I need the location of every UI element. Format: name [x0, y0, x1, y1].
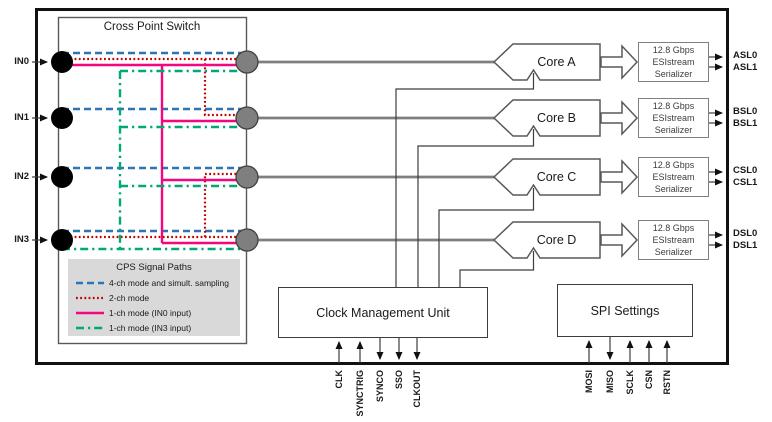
- core-a-shape: [492, 43, 601, 81]
- pin-label-synco: SYNCO: [375, 370, 385, 403]
- cps-legend: CPS Signal Paths 4-ch mode and simult. s…: [68, 259, 240, 336]
- output-label: DSL0: [733, 228, 758, 239]
- serializer-line: ESIstream: [652, 172, 695, 182]
- output-label: BSL1: [733, 118, 758, 129]
- pin-label-mosi: MOSI: [584, 370, 594, 394]
- core-c-shape: [492, 158, 601, 196]
- core-d-label: Core D: [536, 233, 577, 247]
- serializer-line: Serializer: [654, 69, 693, 79]
- serializer-line: ESIstream: [652, 235, 695, 245]
- clock-tree: [395, 73, 535, 290]
- input-label-in3: IN3: [14, 234, 29, 245]
- serializer-line: 12.8 Gbps: [652, 160, 695, 170]
- pin-label-clk: CLK: [334, 370, 344, 389]
- legend-swatch-1ch-in3: [76, 326, 104, 329]
- pin-label-clkout: CLKOUT: [412, 370, 422, 408]
- serializer-box-d: 12.8 Gbps ESIstream Serializer: [638, 220, 709, 260]
- output-labels-c: CSL0 CSL1: [733, 165, 757, 189]
- serializer-line: ESIstream: [652, 113, 695, 123]
- input-nodes: [51, 51, 73, 251]
- serializer-line: Serializer: [654, 125, 693, 135]
- spi-label: SPI Settings: [590, 303, 660, 318]
- legend-item-label: 1-ch mode (IN0 input): [109, 307, 192, 318]
- output-labels-b: BSL0 BSL1: [733, 106, 757, 130]
- serializer-line: 12.8 Gbps: [652, 101, 695, 111]
- serializer-box-a: 12.8 Gbps ESIstream Serializer: [638, 42, 709, 82]
- legend-item: 2-ch mode: [68, 290, 240, 305]
- legend-item: 4-ch mode and simult. sampling: [68, 275, 240, 290]
- pin-label-sclk: SCLK: [625, 370, 635, 395]
- serial-output-arrows: [709, 53, 723, 249]
- input-arrows: [32, 58, 48, 244]
- pin-label-miso: MISO: [605, 370, 615, 394]
- signal-path-4ch-mode: [62, 51, 247, 233]
- input-label-in1: IN1: [14, 112, 29, 123]
- legend-swatch-4ch: [76, 281, 104, 284]
- analog-wires: [252, 60, 496, 242]
- output-label: DSL1: [733, 240, 758, 251]
- core-b-shape: [492, 99, 601, 137]
- serializer-box-c: 12.8 Gbps ESIstream Serializer: [638, 157, 709, 197]
- output-label: ASL1: [733, 62, 758, 73]
- cmu-box: Clock Management Unit: [278, 287, 488, 338]
- block-arrow-icons: [600, 44, 639, 258]
- signal-path-1ch-in0: [62, 63, 247, 245]
- core-a-label: Core A: [537, 55, 576, 69]
- legend-item-label: 1-ch mode (IN3 input): [109, 322, 192, 333]
- output-labels-a: ASL0 ASL1: [733, 50, 757, 74]
- serializer-line: ESIstream: [652, 57, 695, 67]
- serializer-line: Serializer: [654, 184, 693, 194]
- cmu-pin-arrows: [335, 337, 421, 363]
- output-label: ASL0: [733, 50, 758, 61]
- pin-label-sso: SSO: [394, 370, 404, 390]
- output-label: CSL0: [733, 165, 758, 176]
- input-label-in2: IN2: [14, 171, 29, 182]
- input-label-in0: IN0: [14, 56, 29, 67]
- signal-path-2ch-mode: [62, 57, 247, 239]
- legend-item-label: 2-ch mode: [109, 292, 150, 303]
- cps-title: Cross Point Switch: [103, 20, 201, 33]
- signal-path-1ch-in3: [62, 69, 247, 251]
- output-label: BSL0: [733, 106, 758, 117]
- core-d-shape: [492, 221, 601, 259]
- pin-label-rstn: RSTN: [662, 370, 672, 395]
- legend-title: CPS Signal Paths: [116, 262, 192, 273]
- output-label: CSL1: [733, 177, 758, 188]
- core-shapes: [492, 43, 601, 259]
- legend-item-label: 4-ch mode and simult. sampling: [109, 277, 230, 288]
- serializer-line: 12.8 Gbps: [652, 45, 695, 55]
- spi-pin-arrows: [585, 336, 671, 363]
- legend-item: 1-ch mode (IN3 input): [68, 320, 240, 335]
- chip-outline: [35, 8, 729, 365]
- spi-box: SPI Settings: [557, 284, 693, 337]
- core-c-label: Core C: [536, 170, 577, 184]
- legend-swatch-2ch: [76, 296, 104, 299]
- serializer-line: Serializer: [654, 247, 693, 257]
- output-labels-d: DSL0 DSL1: [733, 228, 757, 252]
- legend-swatch-1ch-in0: [76, 311, 104, 314]
- serializer-line: 12.8 Gbps: [652, 223, 695, 233]
- legend-item: 1-ch mode (IN0 input): [68, 305, 240, 320]
- output-nodes: [235, 50, 259, 252]
- serializer-box-b: 12.8 Gbps ESIstream Serializer: [638, 98, 709, 138]
- pin-label-csn: CSN: [644, 370, 654, 390]
- core-b-label: Core B: [537, 111, 576, 125]
- pin-label-synctrig: SYNCTRIG: [355, 370, 365, 417]
- cmu-label: Clock Management Unit: [316, 305, 450, 320]
